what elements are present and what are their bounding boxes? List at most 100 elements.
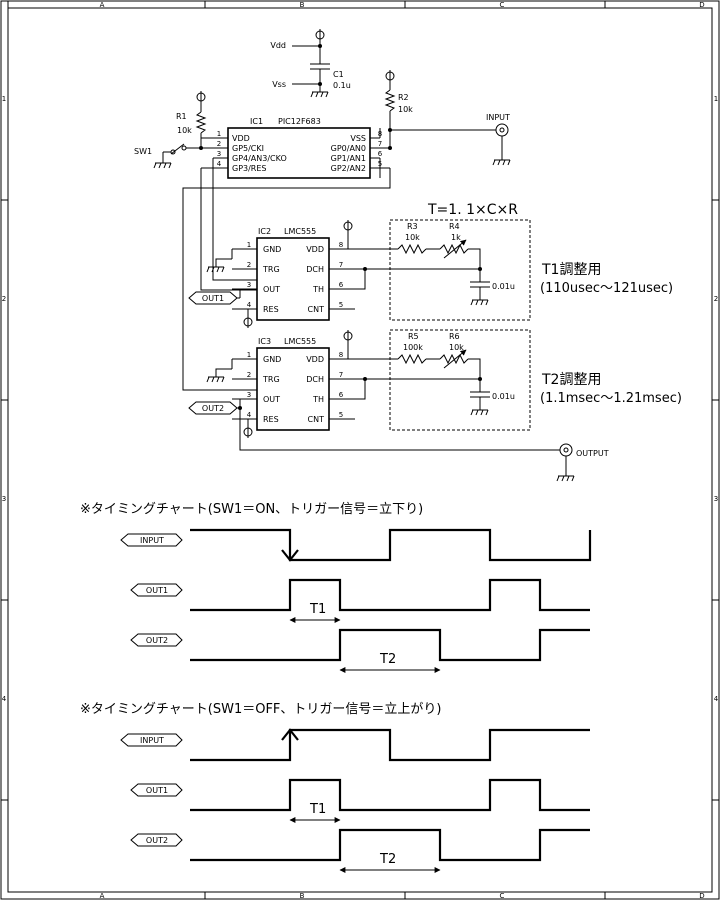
ic2-pin2-name: TRG [262,265,280,274]
out1-tag-icon [130,783,183,797]
r3-value: 10k [405,233,420,242]
col-label-b: B [300,1,305,9]
ic2-pin1-num: 1 [247,241,251,249]
input-pullup-r2: R2 10k INPUT [384,70,511,166]
input-tag-icon [120,733,183,747]
r3-ref: R3 [407,222,418,231]
ic2-pin8-num: 8 [339,241,343,249]
ic3-pin7-name: DCH [306,375,324,384]
row-label-2: 2 [2,295,6,303]
ic3-lmc555: IC3 LMC555 1 2 3 4 GND TRG OUT RES 8 7 6… [188,330,560,451]
t2-adjust-title: T2調整用 [541,372,601,388]
variable-resistor-icon [439,243,469,255]
ic3-pin2-num: 2 [247,371,251,379]
out2-tag-icon [130,633,183,647]
ic1-pin6-name: GP1/AN1 [331,154,366,163]
timing-on-title: ※タイミングチャート(SW1＝ON、トリガー信号＝立下り) [80,502,423,517]
timing-off-input-tag: INPUT [140,736,164,745]
ground-icon [153,162,172,169]
resistor-icon [397,353,427,365]
ic1-part: PIC12F683 [278,117,321,126]
ic2-part: LMC555 [284,227,316,236]
r4-ref: R4 [449,222,460,231]
timing-off-input-waveform [190,728,590,762]
pullup-r1-and-switch: R1 10k SW1 [134,91,228,169]
timing-on-input-tag: INPUT [140,536,164,545]
r2-ref: R2 [398,93,409,102]
timing-off-t1-label: T1 [309,802,326,817]
timing-chart-off: ※タイミングチャート(SW1＝OFF、トリガー信号＝立上がり) INPUT OU… [80,702,590,873]
t1-adjust-range: (110usec～121usec) [540,281,673,296]
r6-value: 10k [449,343,464,352]
input-connector-icon [495,123,509,137]
ic2-pin7-num: 7 [339,261,343,269]
decoupling-capacitor-c1: Vdd Vss C1 0.1u [270,29,351,98]
ic1-pin6-num: 6 [378,150,383,158]
resistor-icon [397,243,427,255]
c1-ref: C1 [333,70,344,79]
ground-icon [556,475,575,482]
ic2-lmc555: IC2 LMC555 1 2 3 4 GND TRG OUT RES 8 7 6… [188,220,480,328]
ic3-ref: IC3 [258,337,271,346]
output-connector: OUTPUT [556,443,609,482]
sw1-label: SW1 [134,147,152,156]
out1-tag-icon [130,583,183,597]
ic1-pin7-name: GP0/AN0 [331,144,366,153]
formula: T=1. 1×C×R [427,202,518,218]
ic3-pin8-name: VDD [306,355,324,364]
ic3-pin2-name: TRG [262,375,280,384]
timing-off-t2-label: T2 [379,852,396,867]
ground-icon [470,299,489,306]
ic3-pin5-num: 5 [339,411,343,419]
t2-cap-value: 0.01u [492,392,515,401]
ic3-pin4-name: RES [263,415,279,424]
out2-tag: OUT2 [202,404,224,413]
ic1-pin8-name: VSS [350,134,366,143]
ic2-pin3-name: OUT [263,285,280,294]
col-label-c: C [500,1,505,9]
col-label-b-bottom: B [300,892,305,900]
ic2-pin1-name: GND [263,245,281,254]
col-label-c-bottom: C [500,892,505,900]
r1-ref: R1 [176,112,187,121]
row-label-3-right: 3 [714,495,718,503]
ic1-pin1-num: 1 [217,130,221,138]
col-label-d-bottom: D [699,892,704,900]
timing-off-out1-waveform [190,778,590,812]
ic1-pin7-num: 7 [378,140,382,148]
ic1-pin3-name: GP4/AN3/CKO [232,154,287,163]
input-label: INPUT [486,113,510,122]
ic3-pin1-name: GND [263,355,281,364]
output-label: OUTPUT [576,449,609,458]
vss-label: Vss [272,80,286,89]
ic1-pin4-name: GP3/RES [232,164,267,173]
ic2-pin3-num: 3 [247,281,251,289]
ic2-pin2-num: 2 [247,261,251,269]
variable-resistor-icon [439,353,469,365]
timing-off-out1-tag: OUT1 [146,786,168,795]
ic3-pin3-name: OUT [263,395,280,404]
t2-adjust-block: R5 100k R6 10k 0.01u [389,329,531,431]
col-label-d: D [699,1,704,9]
ic3-pin6-name: TH [312,395,324,404]
out2-tag-icon [130,833,183,847]
ground-icon [206,266,225,273]
ic2-pin7-name: DCH [306,265,324,274]
ic2-pin4-num: 4 [247,301,252,309]
ic1-pin3-num: 3 [217,150,221,158]
row-label-2-right: 2 [714,295,718,303]
r6-ref: R6 [449,332,460,341]
r1-value: 10k [177,126,192,135]
c1-value: 0.1u [333,81,351,90]
resistor-icon [195,111,207,134]
t1-cap-value: 0.01u [492,282,515,291]
timing-on-out1-waveform [190,578,590,612]
timing-on-out2-waveform [190,628,590,662]
resistor-icon [384,89,396,112]
ic2-pin4-name: RES [263,305,279,314]
falling-edge-arrow-icon [281,549,299,562]
input-tag-icon [120,533,183,547]
row-label-4: 4 [2,695,7,703]
